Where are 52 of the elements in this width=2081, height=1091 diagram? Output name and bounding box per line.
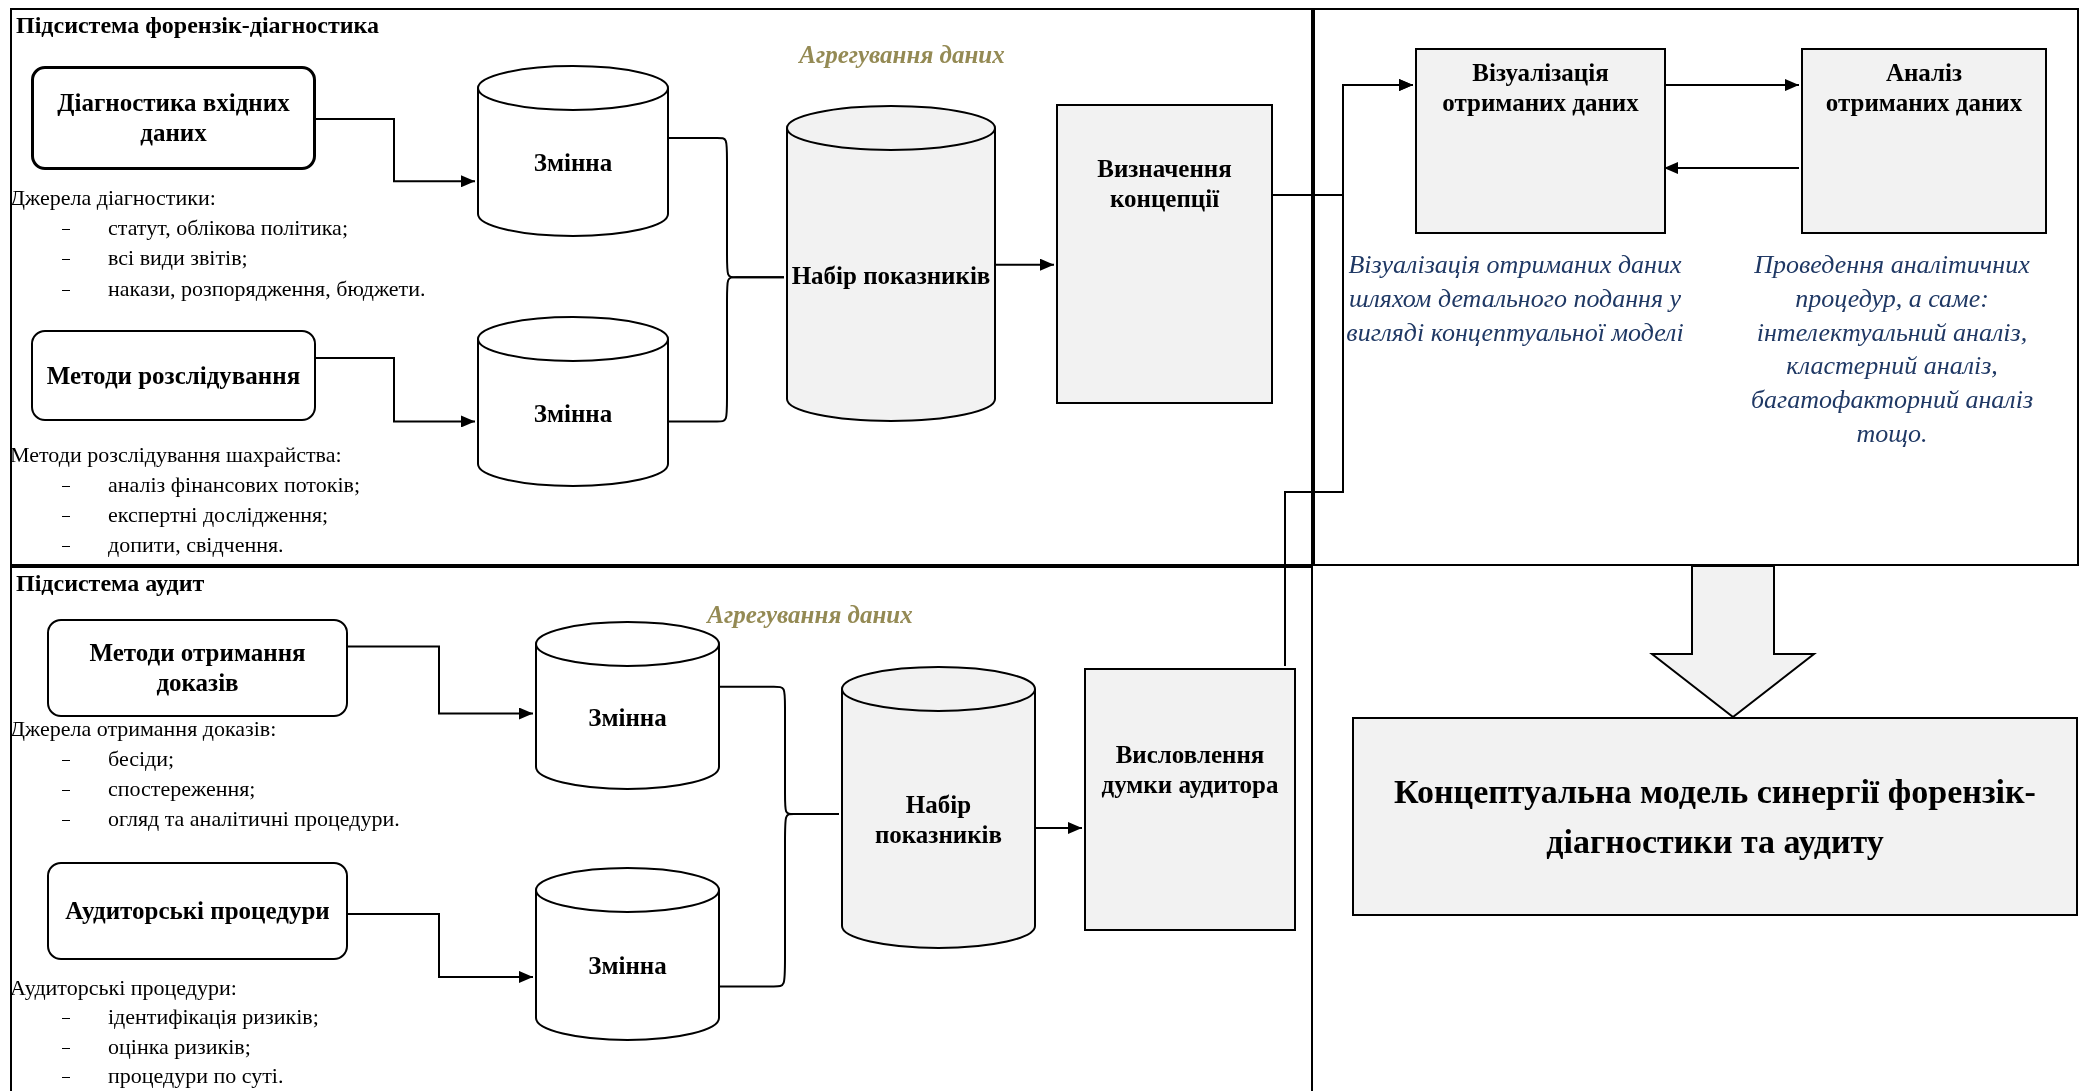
panel-heading: Підсистема аудит — [16, 570, 205, 597]
list-item: статут, облікова політика; — [108, 215, 348, 242]
list-heading: Джерела діагностики: — [10, 185, 216, 212]
box-label: Аудиторські процедури — [65, 896, 330, 926]
list-heading: Методи розслідування шахрайства: — [10, 442, 342, 469]
list-item: накази, розпорядження, бюджети. — [108, 276, 426, 303]
cylinder-label: Змінна — [588, 702, 667, 733]
node-description: Проведення аналітичних процедур, а саме: інтелектуальний аналіз, кластерний аналіз, багатофакторний аналіз тощо. — [1749, 249, 2035, 450]
subsystem-panel — [10, 566, 1313, 1091]
box-label: Висловлення думки аудитора — [1100, 739, 1280, 800]
list-item: оцінка ризиків; — [108, 1034, 251, 1061]
list-item: допити, свідчення. — [108, 532, 284, 559]
cylinder-label: Набір показників — [791, 260, 991, 291]
cylinder-label: Набір показників — [873, 789, 1004, 850]
rounded-box — [47, 619, 348, 717]
list-item: ідентифікація ризиків; — [108, 1004, 319, 1031]
list-heading: Аудиторські процедури: — [10, 975, 237, 1002]
list-item: всі види звітів; — [108, 245, 248, 272]
list-item: бесіди; — [108, 746, 175, 773]
rounded-box — [31, 66, 316, 170]
cylinder-label: Змінна — [533, 148, 613, 178]
list-heading: Джерела отримання доказів: — [10, 716, 277, 743]
block-arrow — [1649, 565, 1817, 719]
cylinder-label: Змінна — [533, 398, 613, 429]
annotation: Агрегування даних — [799, 40, 1005, 70]
process-box — [1415, 48, 1666, 234]
panel-heading: Підсистема форензік-діагностика — [16, 12, 380, 39]
panel — [1313, 8, 2079, 566]
box-label: Визначення концепції — [1096, 154, 1233, 214]
process-box — [1084, 668, 1296, 931]
list-item: спостереження; — [108, 776, 256, 803]
arrow — [1284, 79, 1414, 667]
result-box — [1352, 717, 2078, 916]
box-label: Концептуальна модель синергії форензік-діагностики та аудиту — [1393, 772, 2037, 862]
box-label: Діагностика вхідних даних — [56, 88, 291, 148]
list-item: огляд та аналітичні процедури. — [108, 806, 400, 833]
subsystem-panel — [10, 8, 1313, 566]
box-label: Візуалізація отриманих даних — [1441, 58, 1640, 118]
process-box — [1056, 104, 1273, 404]
cylinder-label: Змінна — [588, 951, 667, 981]
rounded-box — [31, 330, 316, 421]
node-description: Візуалізація отриманих даних шляхом детального подання у вигляді концептуальної моделі — [1345, 249, 1685, 349]
list-item: аналіз фінансових потоків; — [108, 472, 360, 499]
connector-line — [717, 812, 840, 988]
rounded-box — [47, 862, 348, 960]
annotation: Агрегування даних — [707, 600, 913, 630]
process-box — [1801, 48, 2047, 234]
list-item: процедури по суті. — [108, 1063, 284, 1090]
box-label: Методи отримання доказів — [88, 638, 307, 698]
box-label: Методи розслідування — [46, 360, 301, 391]
list-item: експертні дослідження; — [108, 502, 329, 529]
box-label: Аналіз отриманих даних — [1824, 58, 2024, 118]
